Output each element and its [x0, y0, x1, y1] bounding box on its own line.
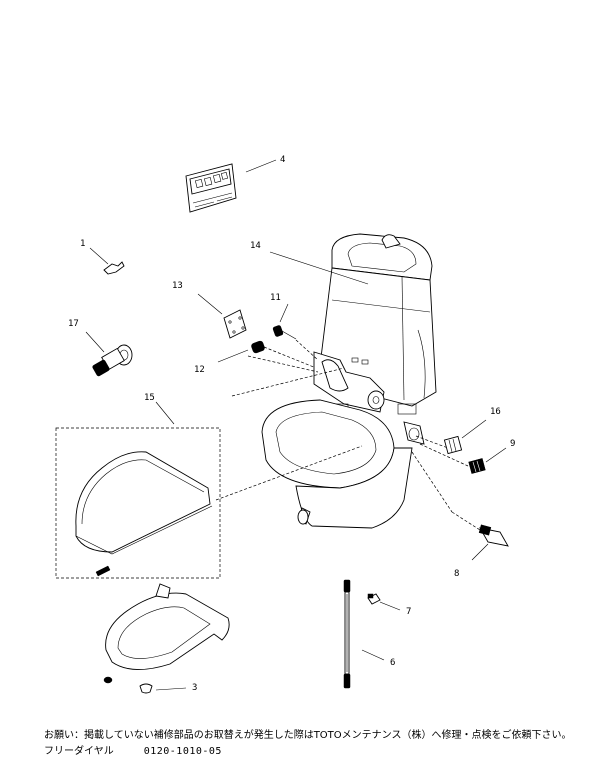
- free-dial-number: 0120-1010-05: [143, 746, 222, 757]
- part-11-screw: [272, 325, 297, 340]
- part-12-bolt: [251, 340, 317, 369]
- leader-4: [245, 159, 277, 173]
- callout-6: 6: [390, 658, 395, 668]
- leader-14: [269, 251, 369, 285]
- callout-4: 4: [280, 155, 285, 165]
- callout-3: 3: [192, 683, 197, 693]
- part-4-remote-control: [185, 163, 237, 213]
- free-dial-label: フリーダイヤル: [44, 746, 114, 757]
- part-17-valve: [92, 344, 133, 377]
- part-1-hook: [103, 261, 125, 275]
- leader-8: [471, 543, 489, 561]
- callout-14: 14: [250, 241, 261, 251]
- leader-13: [197, 293, 223, 315]
- callout-17: 17: [68, 319, 79, 329]
- part-6-supply-hose: [343, 579, 351, 689]
- leader-1: [89, 247, 109, 265]
- service-notice: お願い：掲載していない補修部品のお取替えが発生した際はTOTOメンテナンス（株）…: [44, 730, 572, 741]
- free-dial-line: フリーダイヤル 0120-1010-05: [44, 742, 222, 757]
- leader-12: [217, 349, 249, 363]
- seat-ring: [103, 583, 230, 694]
- leader-17: [85, 331, 105, 353]
- leader-15: [155, 401, 175, 425]
- leader-11: [279, 303, 289, 323]
- part-9-filter: [468, 458, 486, 474]
- callout-8: 8: [454, 569, 459, 579]
- callout-11: 11: [270, 293, 281, 303]
- callout-1: 1: [80, 239, 85, 249]
- callout-7: 7: [406, 607, 411, 617]
- leader-3: [155, 687, 187, 691]
- leader-7: [379, 601, 401, 611]
- callout-16: 16: [490, 407, 501, 417]
- part-16-connector: [443, 435, 463, 455]
- leader-6: [361, 649, 385, 661]
- callout-15: 15: [144, 393, 155, 403]
- part-15-seat-lid: [55, 427, 221, 579]
- leader-16: [461, 419, 487, 439]
- callout-13: 13: [172, 281, 183, 291]
- part-13-plate: [223, 309, 247, 339]
- part-7-fitting: [367, 593, 381, 605]
- part-8-clip: [478, 524, 509, 547]
- callout-12: 12: [194, 365, 205, 375]
- callout-9: 9: [510, 439, 515, 449]
- leader-9: [485, 447, 507, 463]
- part-14-toilet-body: [261, 233, 437, 529]
- assembly-guide-lines: [215, 339, 481, 531]
